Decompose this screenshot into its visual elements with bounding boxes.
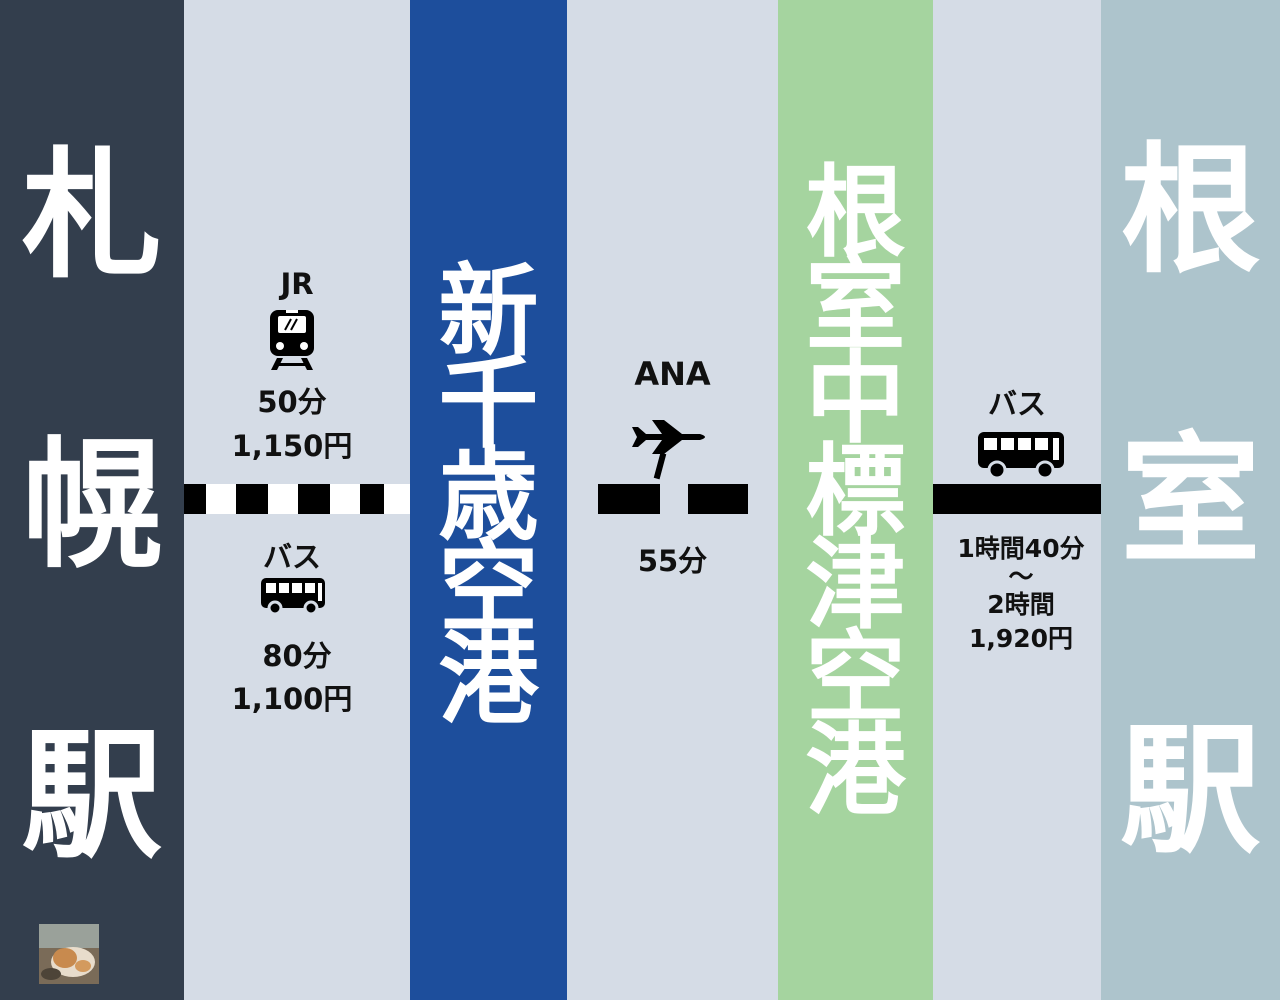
- station-char: 室: [1120, 420, 1261, 583]
- station-char: 歳: [438, 437, 539, 554]
- station-shinchitose: 新 千 歳 空 港: [410, 0, 567, 1000]
- bus-label: バス: [262, 540, 321, 574]
- station-char: 札: [21, 135, 162, 298]
- bus-icon: [978, 432, 1064, 480]
- station-char: 根: [1120, 130, 1261, 293]
- airplane-icon: [632, 420, 705, 480]
- station-nemuro: 根 室 駅: [1101, 0, 1280, 1000]
- station-char: 港: [805, 712, 906, 829]
- station-char: 幌: [21, 425, 162, 588]
- station-nemuro-nakashibetsu-airport: 根 室 中 標 津 空 港: [778, 0, 933, 1000]
- bus-time-min: 1時間40分: [957, 534, 1085, 563]
- track-bus-nemuro: [933, 484, 1101, 514]
- bus-icon: [261, 578, 325, 616]
- track-flight: [598, 484, 748, 514]
- station-char: 千: [438, 345, 539, 462]
- bus-time-max: 2時間: [987, 590, 1055, 619]
- station-char: 標: [805, 433, 906, 550]
- jr-label: JR: [280, 267, 314, 301]
- station-char: 新: [438, 253, 539, 370]
- track-sapporo-shinchitose: [184, 484, 410, 514]
- station-char: 港: [438, 621, 539, 738]
- station-char: 駅: [21, 715, 162, 878]
- station-char: 津: [805, 526, 906, 643]
- flight-time: 55分: [637, 544, 708, 578]
- station-sapporo: 札 幌 駅: [0, 0, 184, 1000]
- flight-carrier: ANA: [634, 355, 711, 393]
- bus-fare: 1,100円: [231, 682, 353, 716]
- bus-fare: 1,920円: [968, 624, 1074, 653]
- station-char: 空: [805, 619, 906, 736]
- jr-fare: 1,150円: [231, 429, 353, 463]
- bus-time: 80分: [262, 639, 332, 673]
- jr-time: 50分: [257, 385, 327, 419]
- station-char: 中: [805, 340, 906, 457]
- bus-time-range-sep: 〜: [1008, 562, 1034, 591]
- station-char: 駅: [1120, 710, 1261, 873]
- station-char: 空: [438, 529, 539, 646]
- station-char: 室: [805, 247, 906, 364]
- bus-label: バス: [987, 387, 1046, 421]
- train-icon: [270, 310, 314, 370]
- station-char: 根: [805, 154, 906, 271]
- cat-photo-thumbnail: [39, 924, 99, 984]
